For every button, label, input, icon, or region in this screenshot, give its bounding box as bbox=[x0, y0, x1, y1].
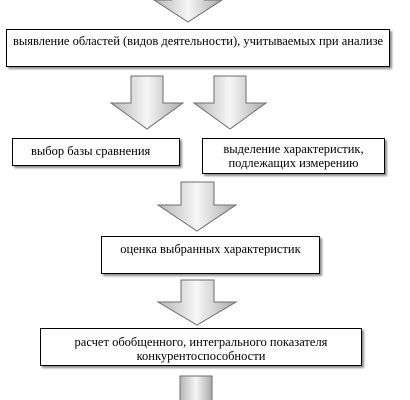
arrow-identify-to-select bbox=[192, 75, 268, 130]
arrow-out-of-compute bbox=[179, 375, 213, 400]
step-select-characteristics: выделение характеристик, подлежащих изме… bbox=[202, 138, 385, 174]
arrow-to-compute bbox=[156, 279, 238, 326]
step-select-characteristics-text: выделение характеристик, подлежащих изме… bbox=[223, 142, 364, 170]
step-identify-areas: выявление областей (видов деятельности),… bbox=[6, 29, 390, 67]
arrow-to-evaluate bbox=[156, 181, 238, 232]
step-identify-areas-text: выявление областей (видов деятельности),… bbox=[12, 34, 384, 48]
step-compute-integral-indicator-text: расчет обобщенного, интегрального показа… bbox=[74, 335, 328, 363]
step-choose-base-text: выбор базы сравнения bbox=[31, 144, 151, 158]
step-evaluate-characteristics-text: оценка выбранных характеристик bbox=[120, 242, 301, 256]
step-choose-base: выбор базы сравнения bbox=[12, 138, 180, 166]
step-evaluate-characteristics: оценка выбранных характеристик bbox=[101, 236, 320, 274]
arrow-identify-to-base bbox=[109, 75, 185, 130]
arrow-into-identify bbox=[153, 0, 223, 23]
step-compute-integral-indicator: расчет обобщенного, интегрального показа… bbox=[40, 328, 362, 366]
